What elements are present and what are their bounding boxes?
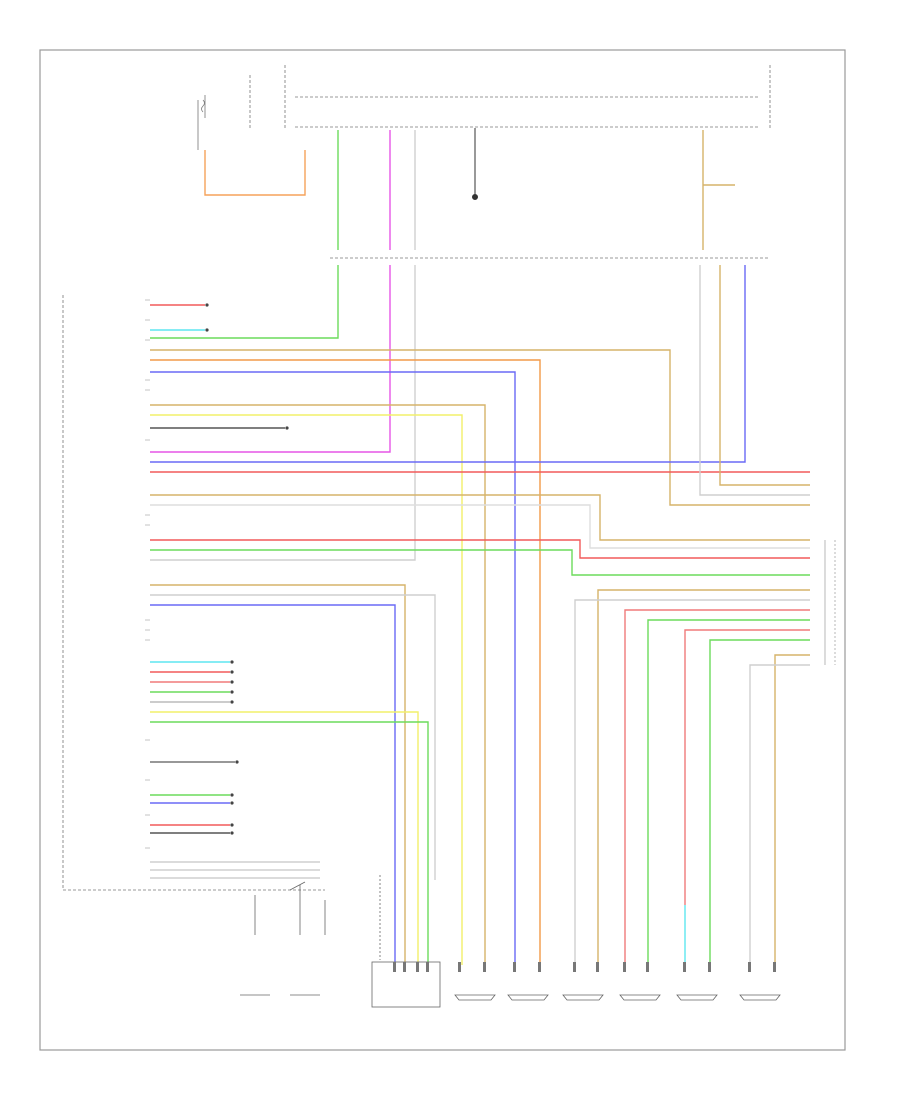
wire-tan-5 <box>150 584 406 965</box>
wire-pink-1 <box>624 609 810 965</box>
wire-red-3 <box>150 539 810 559</box>
ground-symbol <box>472 128 478 200</box>
wire-blue-3 <box>150 604 396 965</box>
wire-gray-7 <box>749 664 810 965</box>
fuse-box-top <box>197 65 771 150</box>
wire-gray-6 <box>574 599 810 965</box>
right-connector <box>824 540 836 665</box>
wire-yellow-2 <box>150 711 419 965</box>
wire-tan-4 <box>150 494 810 541</box>
wire-blue-2 <box>150 265 746 463</box>
wire-pink-2 <box>684 629 810 905</box>
wire-gray-5 <box>150 594 436 880</box>
switch-symbols <box>254 875 381 960</box>
component-4 <box>619 994 661 1001</box>
wire-gray-4 <box>150 504 810 549</box>
component-2 <box>507 994 549 1001</box>
wire-magenta-mid <box>150 265 391 453</box>
bottom-components <box>240 961 781 1008</box>
diagram-frame <box>39 49 846 1051</box>
wire-blue-1 <box>150 371 516 965</box>
component-1 <box>454 994 496 1001</box>
component-6 <box>739 994 781 1001</box>
wire-green-4 <box>709 639 810 965</box>
wire-tan-2 <box>150 404 486 965</box>
component-3 <box>562 994 604 1001</box>
wire-tan-1 <box>150 349 810 506</box>
wire-gray-3 <box>699 265 810 496</box>
terminal-markers <box>205 303 289 835</box>
component-5 <box>676 994 718 1001</box>
controller-pins <box>145 299 150 849</box>
wire-green-6 <box>150 721 429 965</box>
wire-yellow-1 <box>150 414 463 965</box>
wire-gray-mid <box>150 265 416 561</box>
control-unit-box <box>62 295 325 891</box>
wire-tan-6 <box>597 589 810 965</box>
wire-green-3 <box>647 619 810 965</box>
bottom-pins <box>393 962 776 972</box>
wire-tan-3 <box>719 265 810 486</box>
wire-group <box>150 130 810 965</box>
wire-green-mid <box>150 265 339 339</box>
wire-tan-7 <box>774 654 810 965</box>
wire-orange-1 <box>150 359 541 965</box>
wire-orange-loop <box>204 150 306 196</box>
small-fuse-block <box>201 95 206 118</box>
wire-green-2 <box>150 549 810 576</box>
